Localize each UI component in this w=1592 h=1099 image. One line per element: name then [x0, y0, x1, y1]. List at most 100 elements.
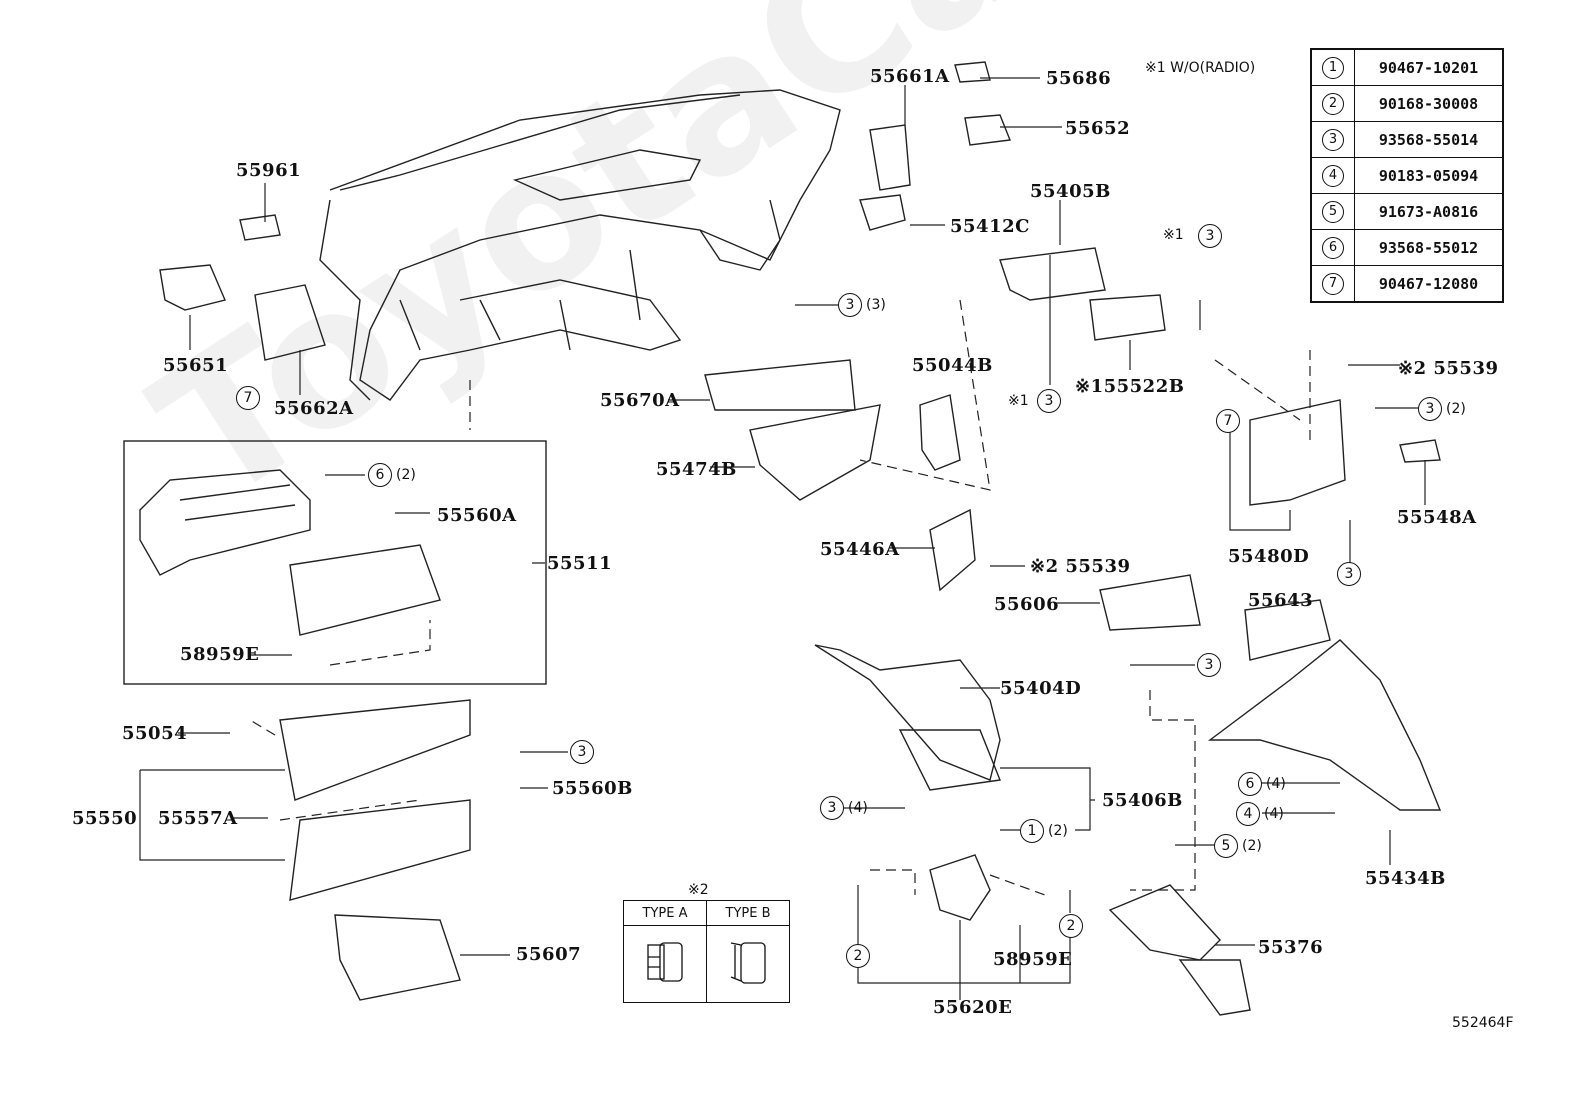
- legend-part-number: 93568-55012: [1354, 229, 1504, 266]
- center-cluster-shape: [704, 247, 1346, 661]
- part-label-55620E[interactable]: 55620E: [933, 997, 1013, 1018]
- callout-qty: (2): [1242, 838, 1262, 854]
- part-label-55376[interactable]: 55376: [1258, 937, 1324, 958]
- legend-row[interactable]: 2 90168-30008: [1310, 85, 1504, 122]
- legend-circle: 7: [1322, 272, 1344, 295]
- callout-circle[interactable]: 7: [236, 386, 260, 410]
- console-shape: [814, 639, 1442, 1016]
- part-label-55560A[interactable]: 55560A: [437, 505, 517, 526]
- legend-row[interactable]: 1 90467-10201: [1310, 48, 1504, 86]
- fastener-legend-table: 1 90467-10201 2 90168-30008 3 93568-55014 4…: [1310, 48, 1504, 303]
- part-label-55550[interactable]: 55550: [72, 808, 138, 829]
- part-label-58959E-console[interactable]: 58959E: [993, 949, 1073, 970]
- callout-circle[interactable]: 3: [1337, 562, 1361, 586]
- glove-box-door-shape: [279, 699, 471, 901]
- callout-circle[interactable]: 6: [368, 463, 392, 487]
- part-label-55652[interactable]: 55652: [1065, 118, 1131, 139]
- part-label-55044B[interactable]: 55044B: [912, 355, 993, 376]
- legend-part-number: 93568-55014: [1354, 121, 1504, 158]
- part-label-55662A[interactable]: 55662A: [274, 398, 354, 419]
- callout-circle[interactable]: 3: [570, 740, 594, 764]
- legend-part-number: 91673-A0816: [1354, 193, 1504, 230]
- part-label-55446A[interactable]: 55446A: [820, 539, 900, 560]
- clip-type-a-icon: [647, 942, 683, 982]
- callout-circle[interactable]: 2: [1059, 914, 1083, 938]
- legend-circle: 4: [1322, 164, 1344, 187]
- part-label-55480D[interactable]: 55480D: [1228, 546, 1310, 567]
- legend-row[interactable]: 4 90183-05094: [1310, 157, 1504, 194]
- part-label-55474B[interactable]: 55474B: [656, 459, 737, 480]
- callout-circle[interactable]: 3: [820, 796, 844, 820]
- part-label-58959E-glovebox[interactable]: 58959E: [180, 644, 260, 665]
- legend-part-number: 90183-05094: [1354, 157, 1504, 194]
- legend-part-number: 90467-12080: [1354, 265, 1504, 303]
- leader-lines: [139, 77, 1426, 1000]
- callout-circle[interactable]: 4: [1236, 802, 1260, 826]
- callout-qty: (3): [866, 297, 886, 313]
- callout-circle[interactable]: 3: [1418, 397, 1442, 421]
- callout-circle[interactable]: 3: [1198, 224, 1222, 248]
- legend-row[interactable]: 3 93568-55014: [1310, 121, 1504, 158]
- callout-circle[interactable]: 5: [1214, 834, 1238, 858]
- callout-circle[interactable]: 3: [1037, 389, 1061, 413]
- callout-circle[interactable]: 6: [1238, 772, 1262, 796]
- type-b-clip-image: [706, 925, 790, 1003]
- part-label-55643[interactable]: 55643: [1248, 590, 1314, 611]
- legend-circle: 6: [1322, 236, 1344, 259]
- legend-part-number: 90467-10201: [1354, 48, 1504, 86]
- part-label-55651[interactable]: 55651: [163, 355, 229, 376]
- legend-part-number: 90168-30008: [1354, 85, 1504, 122]
- types-box-mark: ※2: [688, 882, 709, 898]
- clip-type-table: TYPE A TYPE B: [623, 900, 790, 1003]
- callout-qty: (4): [1264, 806, 1284, 822]
- legend-row[interactable]: 5 91673-A0816: [1310, 193, 1504, 230]
- part-label-55961[interactable]: 55961: [236, 160, 302, 181]
- part-label-55557A[interactable]: 55557A: [158, 808, 238, 829]
- part-label-55607[interactable]: 55607: [516, 944, 582, 965]
- part-label-55548A[interactable]: 55548A: [1397, 507, 1477, 528]
- callout-qty: (2): [1446, 401, 1466, 417]
- part-label-55522B[interactable]: ※155522B: [1075, 376, 1185, 397]
- callout-qty: (2): [396, 467, 416, 483]
- part-label-55404D[interactable]: 55404D: [1000, 678, 1082, 699]
- callout-circle[interactable]: 3: [1197, 653, 1221, 677]
- part-label-55686[interactable]: 55686: [1046, 68, 1112, 89]
- diagram-code: 552464F: [1452, 1015, 1514, 1031]
- type-a-header: TYPE A: [623, 900, 707, 926]
- callout-qty: (2): [1048, 823, 1068, 839]
- part-label-55434B[interactable]: 55434B: [1365, 868, 1446, 889]
- part-label-55412C[interactable]: 55412C: [950, 216, 1030, 237]
- callout-circle[interactable]: 2: [846, 944, 870, 968]
- assembly-box-55511: [123, 440, 547, 685]
- callout-circle[interactable]: 1: [1020, 819, 1044, 843]
- part-label-55054[interactable]: 55054: [122, 723, 188, 744]
- legend-row[interactable]: 6 93568-55012: [1310, 229, 1504, 266]
- type-a-clip-image: [623, 925, 707, 1003]
- part-label-55406B[interactable]: 55406B: [1102, 790, 1183, 811]
- part-label-55670A[interactable]: 55670A: [600, 390, 680, 411]
- legend-row[interactable]: 7 90467-12080: [1310, 265, 1504, 303]
- part-label-55606[interactable]: 55606: [994, 594, 1060, 615]
- instrument-panel-shape: [319, 89, 841, 401]
- vents-and-small-parts-shape: [159, 61, 1441, 1001]
- part-label-55560B[interactable]: 55560B: [552, 778, 633, 799]
- part-label-55405B[interactable]: 55405B: [1030, 181, 1111, 202]
- callout-prefix: ※1: [1008, 393, 1029, 409]
- type-b-header: TYPE B: [706, 900, 790, 926]
- callout-qty: (4): [1266, 776, 1286, 792]
- legend-circle: 1: [1322, 56, 1344, 79]
- note-without-radio: ※1 W/O(RADIO): [1145, 60, 1256, 76]
- legend-circle: 5: [1322, 200, 1344, 223]
- part-label-55661A[interactable]: 55661A: [870, 66, 950, 87]
- callout-circle[interactable]: 3: [838, 293, 862, 317]
- callout-circle[interactable]: 7: [1216, 409, 1240, 433]
- legend-circle: 2: [1322, 92, 1344, 115]
- legend-circle: 3: [1322, 128, 1344, 151]
- callout-qty: (4): [848, 800, 868, 816]
- part-label-55511[interactable]: 55511: [547, 553, 613, 574]
- clip-type-b-icon: [730, 942, 766, 984]
- part-label-55539-mid[interactable]: ※2 55539: [1030, 556, 1131, 577]
- part-label-55539-top[interactable]: ※2 55539: [1398, 358, 1499, 379]
